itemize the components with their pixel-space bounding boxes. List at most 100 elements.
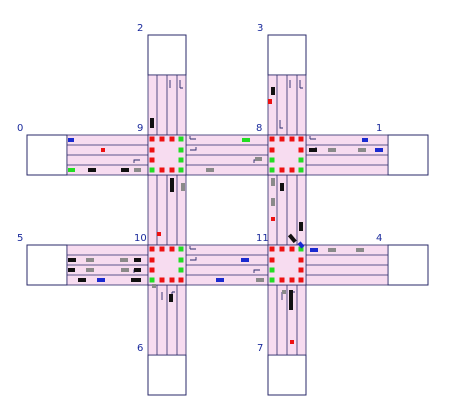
signal-red: [159, 167, 165, 173]
vehicle: [289, 290, 293, 310]
signal-green: [298, 246, 304, 252]
turn-arrow-icon: [190, 257, 197, 261]
vehicle: [328, 248, 336, 252]
signal-red: [269, 136, 275, 142]
vehicle: [271, 217, 275, 221]
signal-red: [298, 136, 304, 142]
traffic-signals: [149, 136, 304, 283]
signal-red: [149, 246, 155, 252]
vehicle: [328, 148, 336, 152]
signal-green: [178, 157, 184, 163]
vehicle: [356, 248, 364, 252]
node-label-9: 9: [137, 123, 143, 134]
node-label-4: 4: [376, 233, 382, 244]
signal-red: [159, 277, 165, 283]
node-label-10: 10: [134, 233, 147, 244]
vehicle: [309, 148, 317, 152]
vehicle: [282, 290, 286, 294]
vehicle: [181, 183, 185, 191]
signal-green: [178, 136, 184, 142]
vehicle: [157, 232, 161, 236]
lane-markings: [67, 75, 388, 355]
vehicle: [131, 278, 141, 282]
signal-red: [279, 277, 285, 283]
signal-green: [178, 147, 184, 153]
turn-arrow-icon: [299, 80, 303, 89]
signal-green: [178, 267, 184, 273]
vehicle: [271, 178, 275, 186]
node-labels: 0 1 2 3 4 5 6 7 8 9 10 11: [17, 23, 382, 354]
signal-green: [178, 167, 184, 173]
vehicle: [255, 157, 262, 161]
turn-arrow-icon: [309, 136, 316, 140]
vehicle: [97, 278, 105, 282]
terminal-0-box: [26, 134, 68, 176]
vehicle: [134, 258, 141, 262]
node-label-0: 0: [17, 123, 23, 134]
signal-red: [149, 157, 155, 163]
signal-red: [298, 257, 304, 263]
vehicle: [271, 87, 275, 95]
node-label-6: 6: [137, 343, 143, 354]
terminal-6-box: [147, 354, 187, 396]
vehicle: [120, 258, 128, 262]
vehicles: [68, 87, 383, 344]
signal-red: [289, 167, 295, 173]
signal-red: [169, 167, 175, 173]
signal-red: [289, 246, 295, 252]
vehicle: [101, 148, 105, 152]
vehicle: [242, 138, 250, 142]
vehicle: [150, 118, 154, 128]
vehicle: [86, 258, 94, 262]
signal-green: [269, 277, 275, 283]
vehicle: [241, 258, 249, 262]
node-label-1: 1: [376, 123, 382, 134]
vehicle: [290, 340, 294, 344]
vehicle: [68, 258, 76, 262]
signal-red: [298, 147, 304, 153]
vehicle: [287, 233, 297, 244]
signal-red: [178, 277, 184, 283]
vehicle: [134, 168, 141, 172]
signal-green: [269, 267, 275, 273]
vehicle: [68, 168, 75, 172]
vehicle: [170, 178, 174, 192]
vehicle: [121, 268, 129, 272]
turn-arrow-icon: [190, 147, 197, 151]
signal-red: [169, 277, 175, 283]
vehicle: [68, 138, 74, 142]
vehicle: [86, 268, 94, 272]
turn-arrow-icon: [189, 246, 196, 250]
signal-red: [269, 246, 275, 252]
vehicle: [206, 168, 214, 172]
signal-green: [269, 157, 275, 163]
node-label-7: 7: [257, 343, 263, 354]
vehicle: [297, 241, 305, 249]
terminal-3-box: [267, 34, 307, 76]
signal-green: [269, 167, 275, 173]
node-label-11: 11: [256, 233, 269, 244]
node-label-5: 5: [17, 233, 23, 244]
signal-red: [169, 136, 175, 142]
signal-red: [149, 257, 155, 263]
terminal-1-box: [387, 134, 429, 176]
signal-red: [149, 147, 155, 153]
signal-green: [298, 157, 304, 163]
vehicle: [68, 268, 75, 272]
terminal-4-box: [387, 244, 429, 286]
signal-red: [269, 257, 275, 263]
terminal-2-box: [147, 34, 187, 76]
vehicle: [256, 278, 264, 282]
turn-arrow-icon: [279, 120, 283, 129]
vehicle: [78, 278, 86, 282]
vehicle: [121, 168, 129, 172]
vehicle: [299, 222, 303, 231]
signal-red: [279, 136, 285, 142]
vehicle: [358, 148, 366, 152]
signal-red: [149, 267, 155, 273]
terminal-5-box: [26, 244, 68, 286]
node-label-2: 2: [137, 23, 143, 34]
signal-red: [269, 147, 275, 153]
signal-red: [298, 267, 304, 273]
signal-red: [159, 136, 165, 142]
